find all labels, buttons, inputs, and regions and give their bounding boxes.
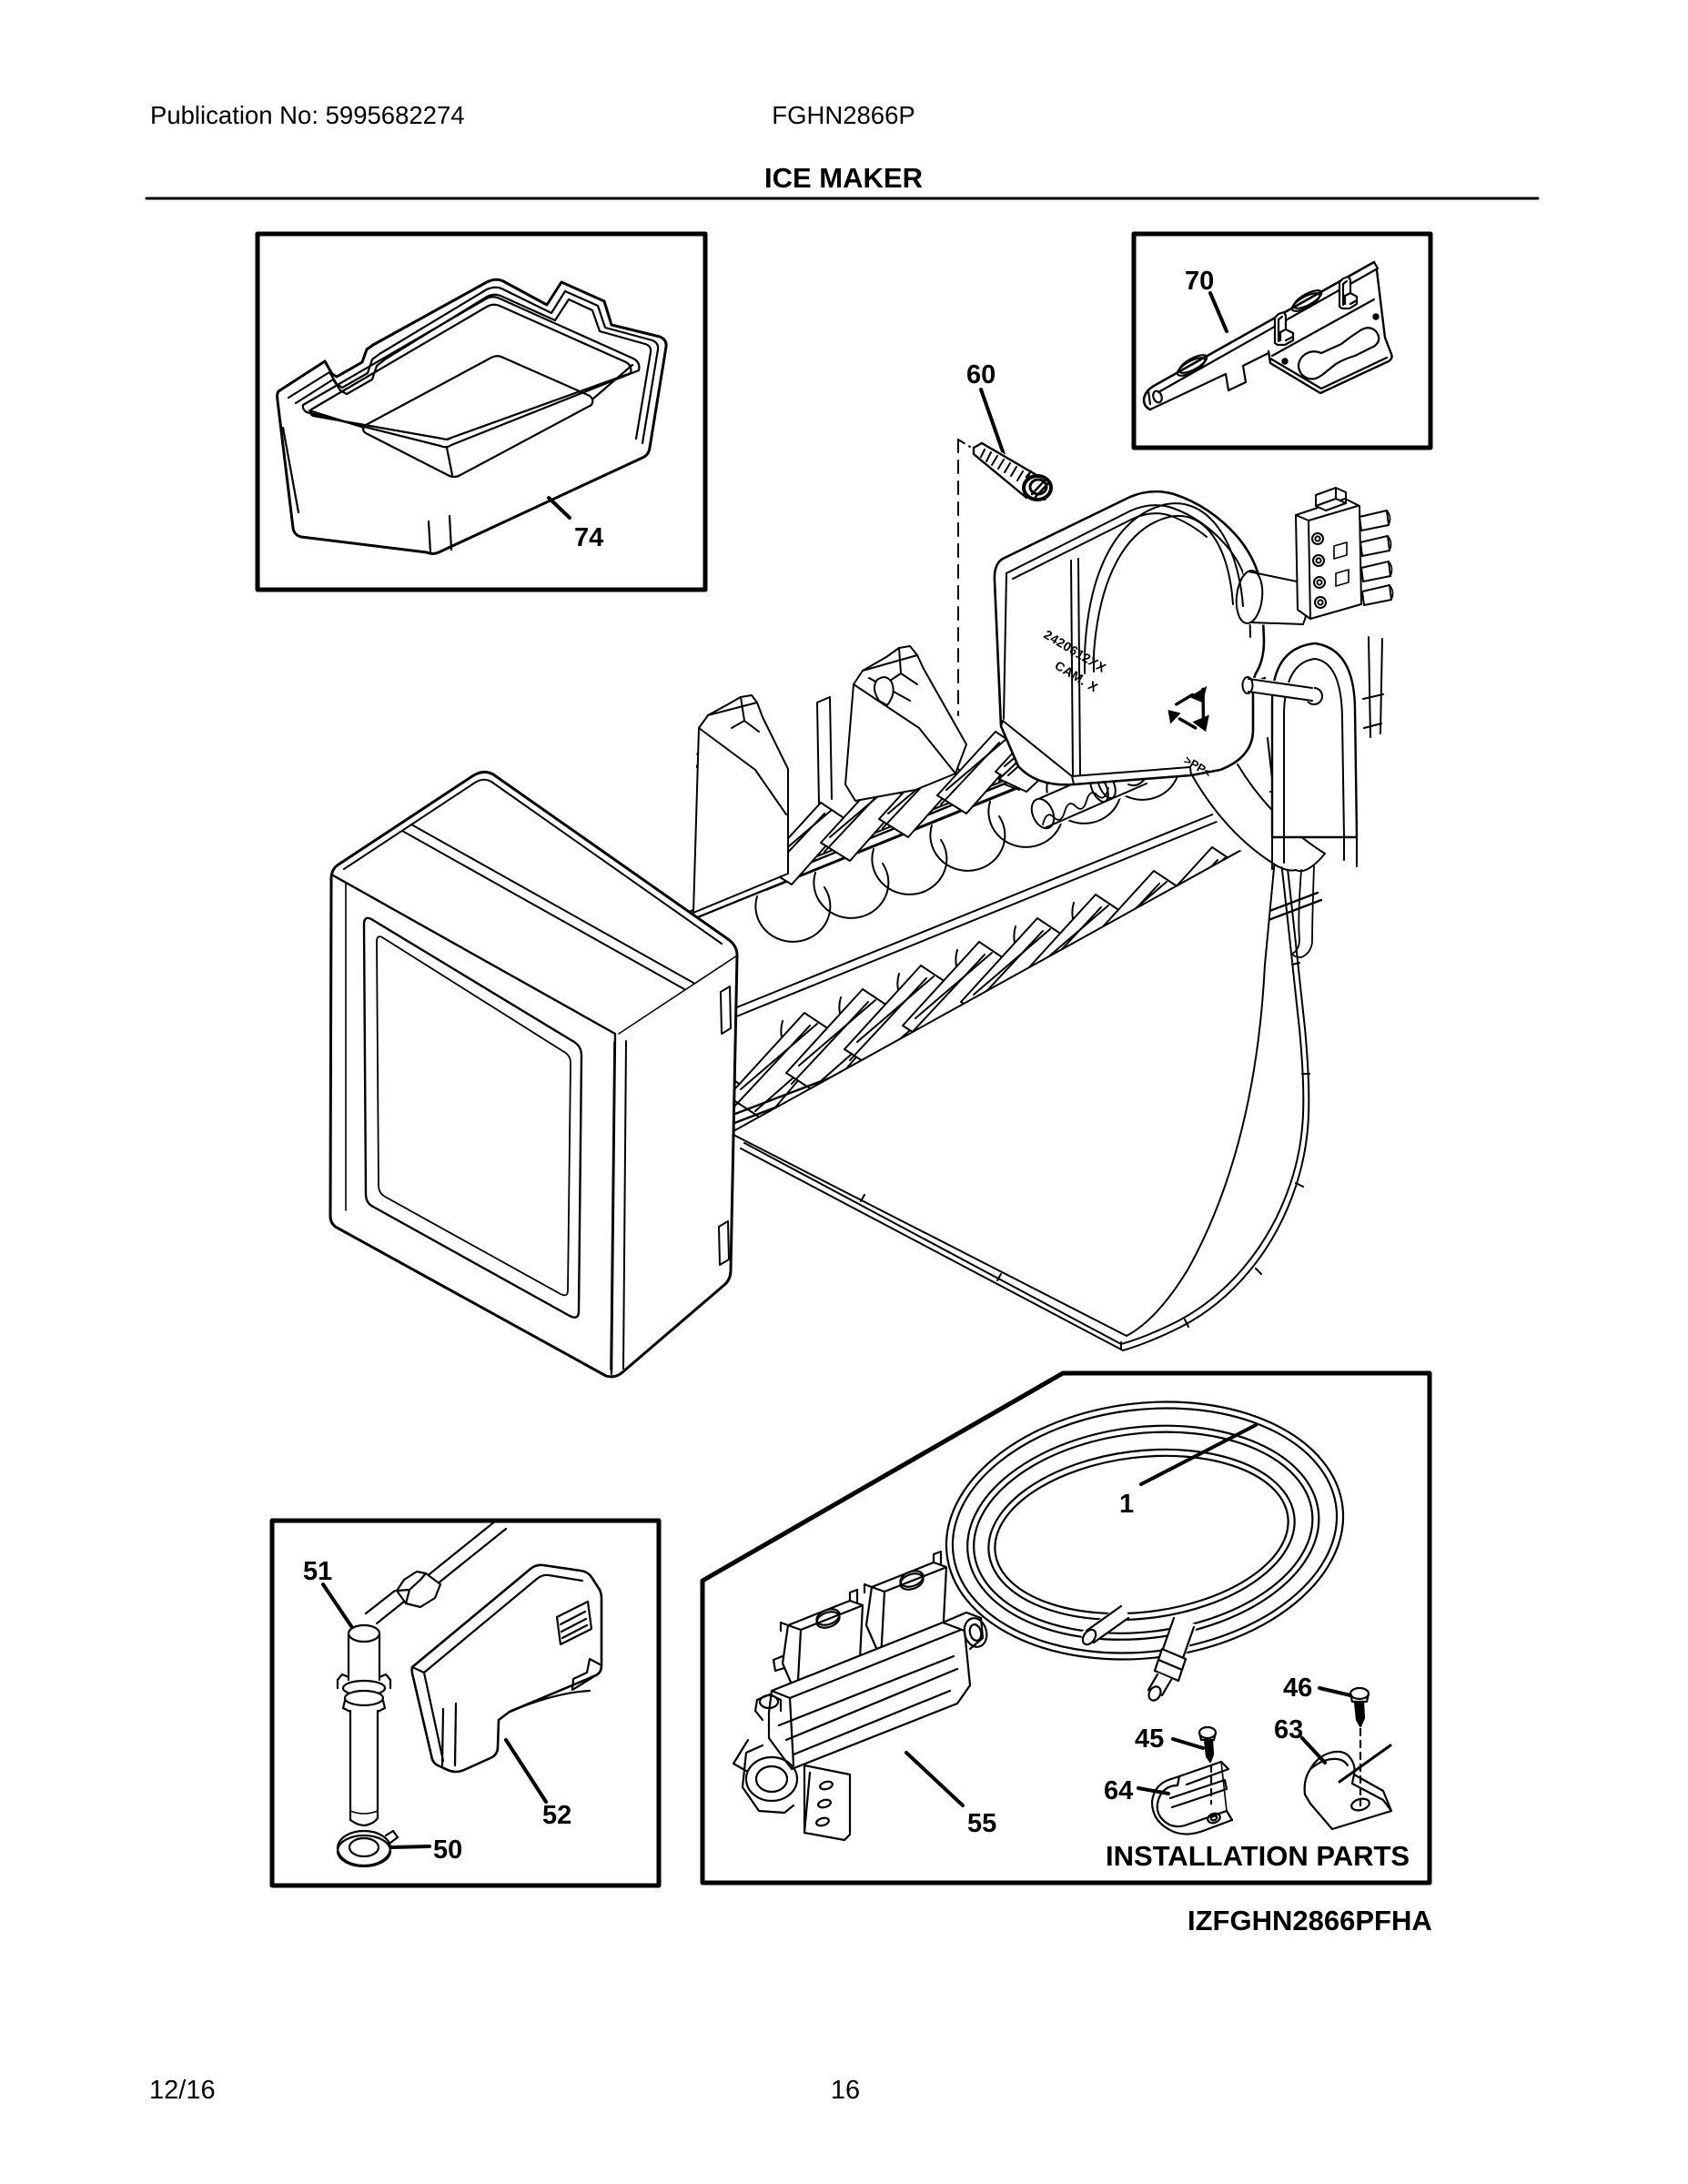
svg-text:1: 1 (1119, 1490, 1134, 1519)
svg-text:51: 51 (303, 1557, 332, 1586)
svg-text:46: 46 (1283, 1673, 1312, 1703)
svg-text:Publication No: 5995682274: Publication No: 5995682274 (150, 101, 465, 129)
svg-text:70: 70 (1185, 267, 1214, 296)
svg-text:55: 55 (967, 1809, 996, 1838)
svg-text:12/16: 12/16 (149, 2076, 216, 2105)
svg-text:64: 64 (1104, 1776, 1133, 1805)
svg-text:INSTALLATION PARTS: INSTALLATION PARTS (1106, 1840, 1410, 1872)
svg-text:74: 74 (574, 523, 603, 552)
svg-text:16: 16 (831, 2076, 860, 2105)
svg-text:IZFGHN2866PFHA: IZFGHN2866PFHA (1188, 1905, 1432, 1936)
svg-text:FGHN2866P: FGHN2866P (772, 101, 915, 129)
svg-text:ICE MAKER: ICE MAKER (764, 162, 923, 194)
svg-text:63: 63 (1274, 1715, 1303, 1744)
svg-text:45: 45 (1135, 1724, 1164, 1754)
svg-text:50: 50 (433, 1835, 462, 1865)
svg-text:52: 52 (542, 1801, 571, 1830)
svg-text:60: 60 (966, 360, 996, 389)
